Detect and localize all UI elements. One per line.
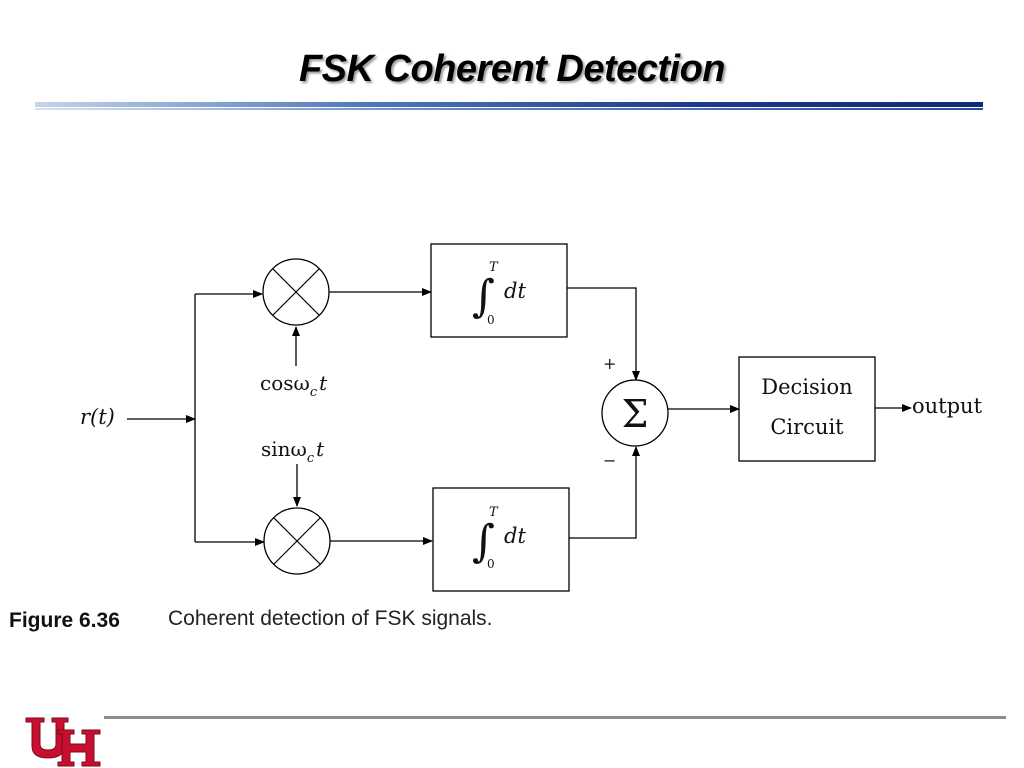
title-underline xyxy=(35,102,983,107)
summer-block xyxy=(601,379,669,447)
output-label: output xyxy=(912,394,983,418)
footer-rule xyxy=(104,716,1006,719)
bottom-integral-dt: dt xyxy=(504,524,526,548)
university-logo-icon xyxy=(25,717,101,767)
decision-label-line1: Decision xyxy=(761,375,852,399)
top-integral-dt: dt xyxy=(504,279,526,303)
top-integral-sign: ∫ xyxy=(472,271,495,322)
bottom-integral-upper-limit: T xyxy=(489,505,499,520)
summer-minus-sign: − xyxy=(603,451,616,470)
input-label: r(t) xyxy=(80,405,115,429)
bottom-integrator-to-summer-line xyxy=(569,446,640,539)
bottom-integrator-block xyxy=(432,487,570,592)
figure-caption: Coherent detection of FSK signals. xyxy=(168,607,493,630)
slide-title: FSK Coherent Detection xyxy=(298,48,726,90)
top-integrator-to-summer-line xyxy=(567,287,640,381)
bottom-multiplier-icon xyxy=(263,507,331,575)
decision-label-line2: Circuit xyxy=(770,415,844,439)
summer-plus-sign: + xyxy=(603,354,616,373)
figure-number: Figure 6.36 xyxy=(9,609,120,632)
bottom-integral-lower-limit: 0 xyxy=(487,557,495,571)
top-integral-upper-limit: T xyxy=(489,260,499,275)
summer-symbol: Σ xyxy=(622,392,649,436)
bottom-integral-sign: ∫ xyxy=(472,516,495,567)
top-integral-lower-limit: 0 xyxy=(487,313,495,327)
decision-circuit-block xyxy=(738,356,876,462)
top-multiplier-icon xyxy=(262,258,330,326)
top-integrator-block xyxy=(430,243,568,338)
title-underline-thin xyxy=(35,108,983,110)
